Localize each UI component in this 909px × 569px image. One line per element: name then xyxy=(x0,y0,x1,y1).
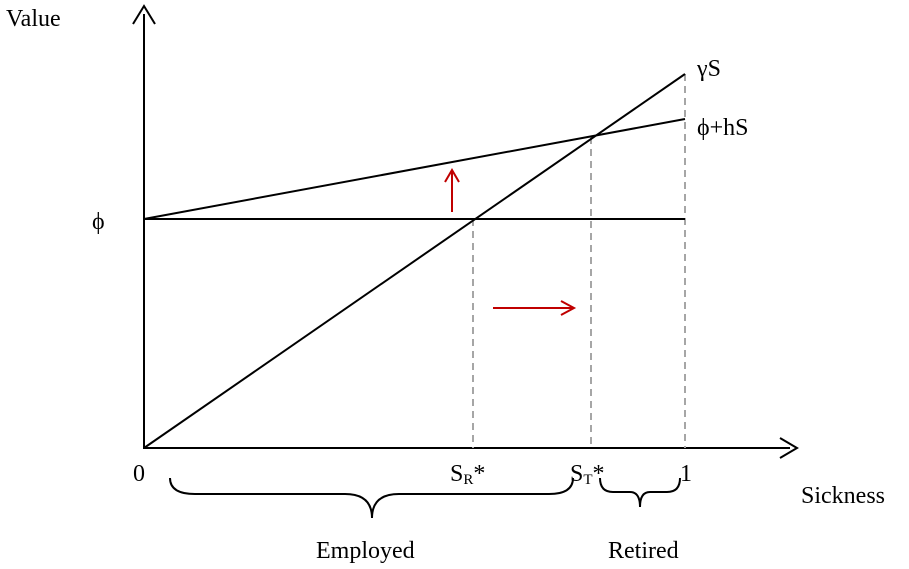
sr-subscript: R xyxy=(463,472,473,488)
y-axis-label: Value xyxy=(6,6,61,32)
x-axis-label: Sickness xyxy=(801,483,885,509)
st-main: S xyxy=(570,461,583,487)
retired-brace xyxy=(599,477,681,508)
employed-label: Employed xyxy=(316,538,415,564)
sr-main: S xyxy=(450,461,463,487)
x-end-label: 1 xyxy=(680,461,692,487)
upward-shift-arrow xyxy=(444,168,460,212)
retired-label: Retired xyxy=(608,538,679,564)
phi-plus-hs-line xyxy=(143,118,686,220)
sr-star: * xyxy=(473,461,485,487)
gamma-s-line xyxy=(143,73,686,449)
origin-label: 0 xyxy=(133,461,145,487)
st-star: * xyxy=(593,461,605,487)
st-subscript: T xyxy=(583,472,592,488)
x-axis-arrowhead xyxy=(779,437,799,459)
employed-brace xyxy=(169,477,574,519)
phi-plus-hs-label: ϕ+hS xyxy=(697,115,749,141)
st-star-label: ST* xyxy=(570,461,605,488)
sr-star-label: SR* xyxy=(450,461,485,488)
rightward-shift-arrow xyxy=(493,300,577,316)
gamma-s-label: γS xyxy=(696,56,721,82)
y-axis-arrowhead xyxy=(132,4,156,25)
phi-axis-label: ϕ xyxy=(92,209,105,235)
